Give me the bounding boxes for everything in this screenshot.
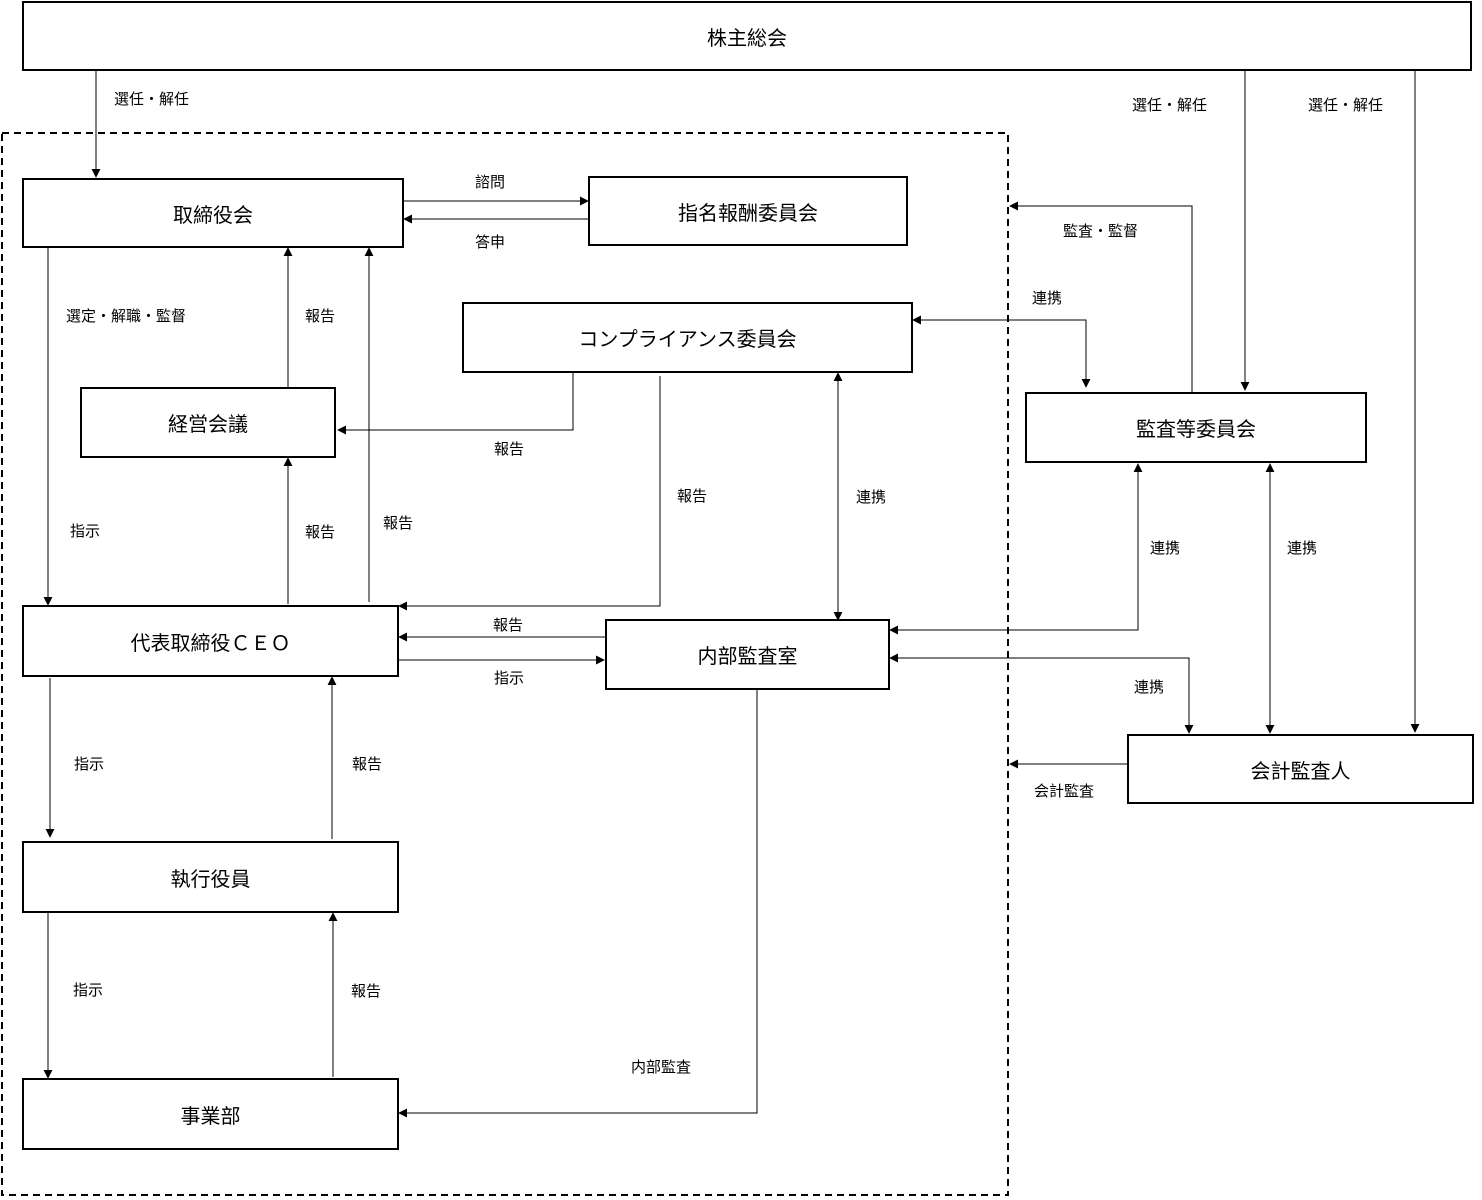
label-accounting-audit: 会計監査 — [1034, 782, 1095, 800]
arrow-compliance-to-ceo — [398, 376, 661, 611]
label-elect-dismiss-board: 選任・解任 — [114, 90, 190, 108]
label-consult: 諮問 — [475, 173, 506, 191]
arrow-internal-to-business — [398, 690, 758, 1118]
business-division-box: 事業部 — [22, 1078, 399, 1150]
label-cooperate-compliance-internal: 連携 — [856, 488, 887, 506]
label-report-compliance-ceo: 報告 — [677, 487, 708, 505]
label-instruct-ceo-internal: 指示 — [494, 669, 525, 687]
internal-audit-box: 内部監査室 — [605, 619, 890, 690]
ceo-box: 代表取締役ＣＥＯ — [22, 605, 399, 677]
label-report-internal-ceo: 報告 — [493, 616, 524, 634]
shareholders-meeting-box: 株主総会 — [22, 1, 1472, 71]
label-cooperate-audit-accounting: 連携 — [1287, 539, 1318, 557]
arrow-compliance-audit-committee — [912, 315, 1091, 388]
label-cooperate-internal-accounting: 連携 — [1134, 678, 1165, 696]
arrow-internal-accounting — [889, 653, 1194, 734]
audit-committee-box: 監査等委員会 — [1025, 392, 1367, 463]
management-meeting-box: 経営会議 — [80, 387, 336, 458]
label-report-business-exec: 報告 — [351, 982, 382, 1000]
label-cooperate-compliance-audit: 連携 — [1032, 289, 1063, 307]
label-reply: 答申 — [475, 233, 506, 251]
arrow-audit-supervise — [1009, 201, 1193, 392]
arrow-audit-committee-internal — [889, 463, 1143, 635]
compliance-committee-box: コンプライアンス委員会 — [462, 302, 913, 373]
label-instruct-ceo-exec: 指示 — [74, 755, 105, 773]
arrow-compliance-to-mgmt — [337, 373, 574, 435]
label-report-ceo-mgmt: 報告 — [305, 523, 336, 541]
label-cooperate-audit-internal: 連携 — [1150, 539, 1181, 557]
executive-officers-box: 執行役員 — [22, 841, 399, 913]
accounting-auditor-box: 会計監査人 — [1127, 734, 1474, 804]
label-instruct-exec-business: 指示 — [73, 981, 104, 999]
label-instruct-board-ceo: 指示 — [70, 522, 101, 540]
label-report-compliance-mgmt: 報告 — [494, 440, 525, 458]
label-elect-dismiss-audit-committee: 選任・解任 — [1132, 96, 1208, 114]
label-report-mgmt-board: 報告 — [305, 307, 336, 325]
board-box: 取締役会 — [22, 178, 404, 248]
label-report-ceo-board: 報告 — [383, 514, 414, 532]
label-select-supervise: 選定・解職・監督 — [66, 307, 187, 325]
label-audit-supervise: 監査・監督 — [1063, 222, 1139, 240]
label-internal-audit: 内部監査 — [631, 1058, 692, 1076]
label-elect-dismiss-accounting-auditor: 選任・解任 — [1308, 96, 1384, 114]
label-report-exec-ceo: 報告 — [352, 755, 383, 773]
nomination-committee-box: 指名報酬委員会 — [588, 176, 908, 246]
